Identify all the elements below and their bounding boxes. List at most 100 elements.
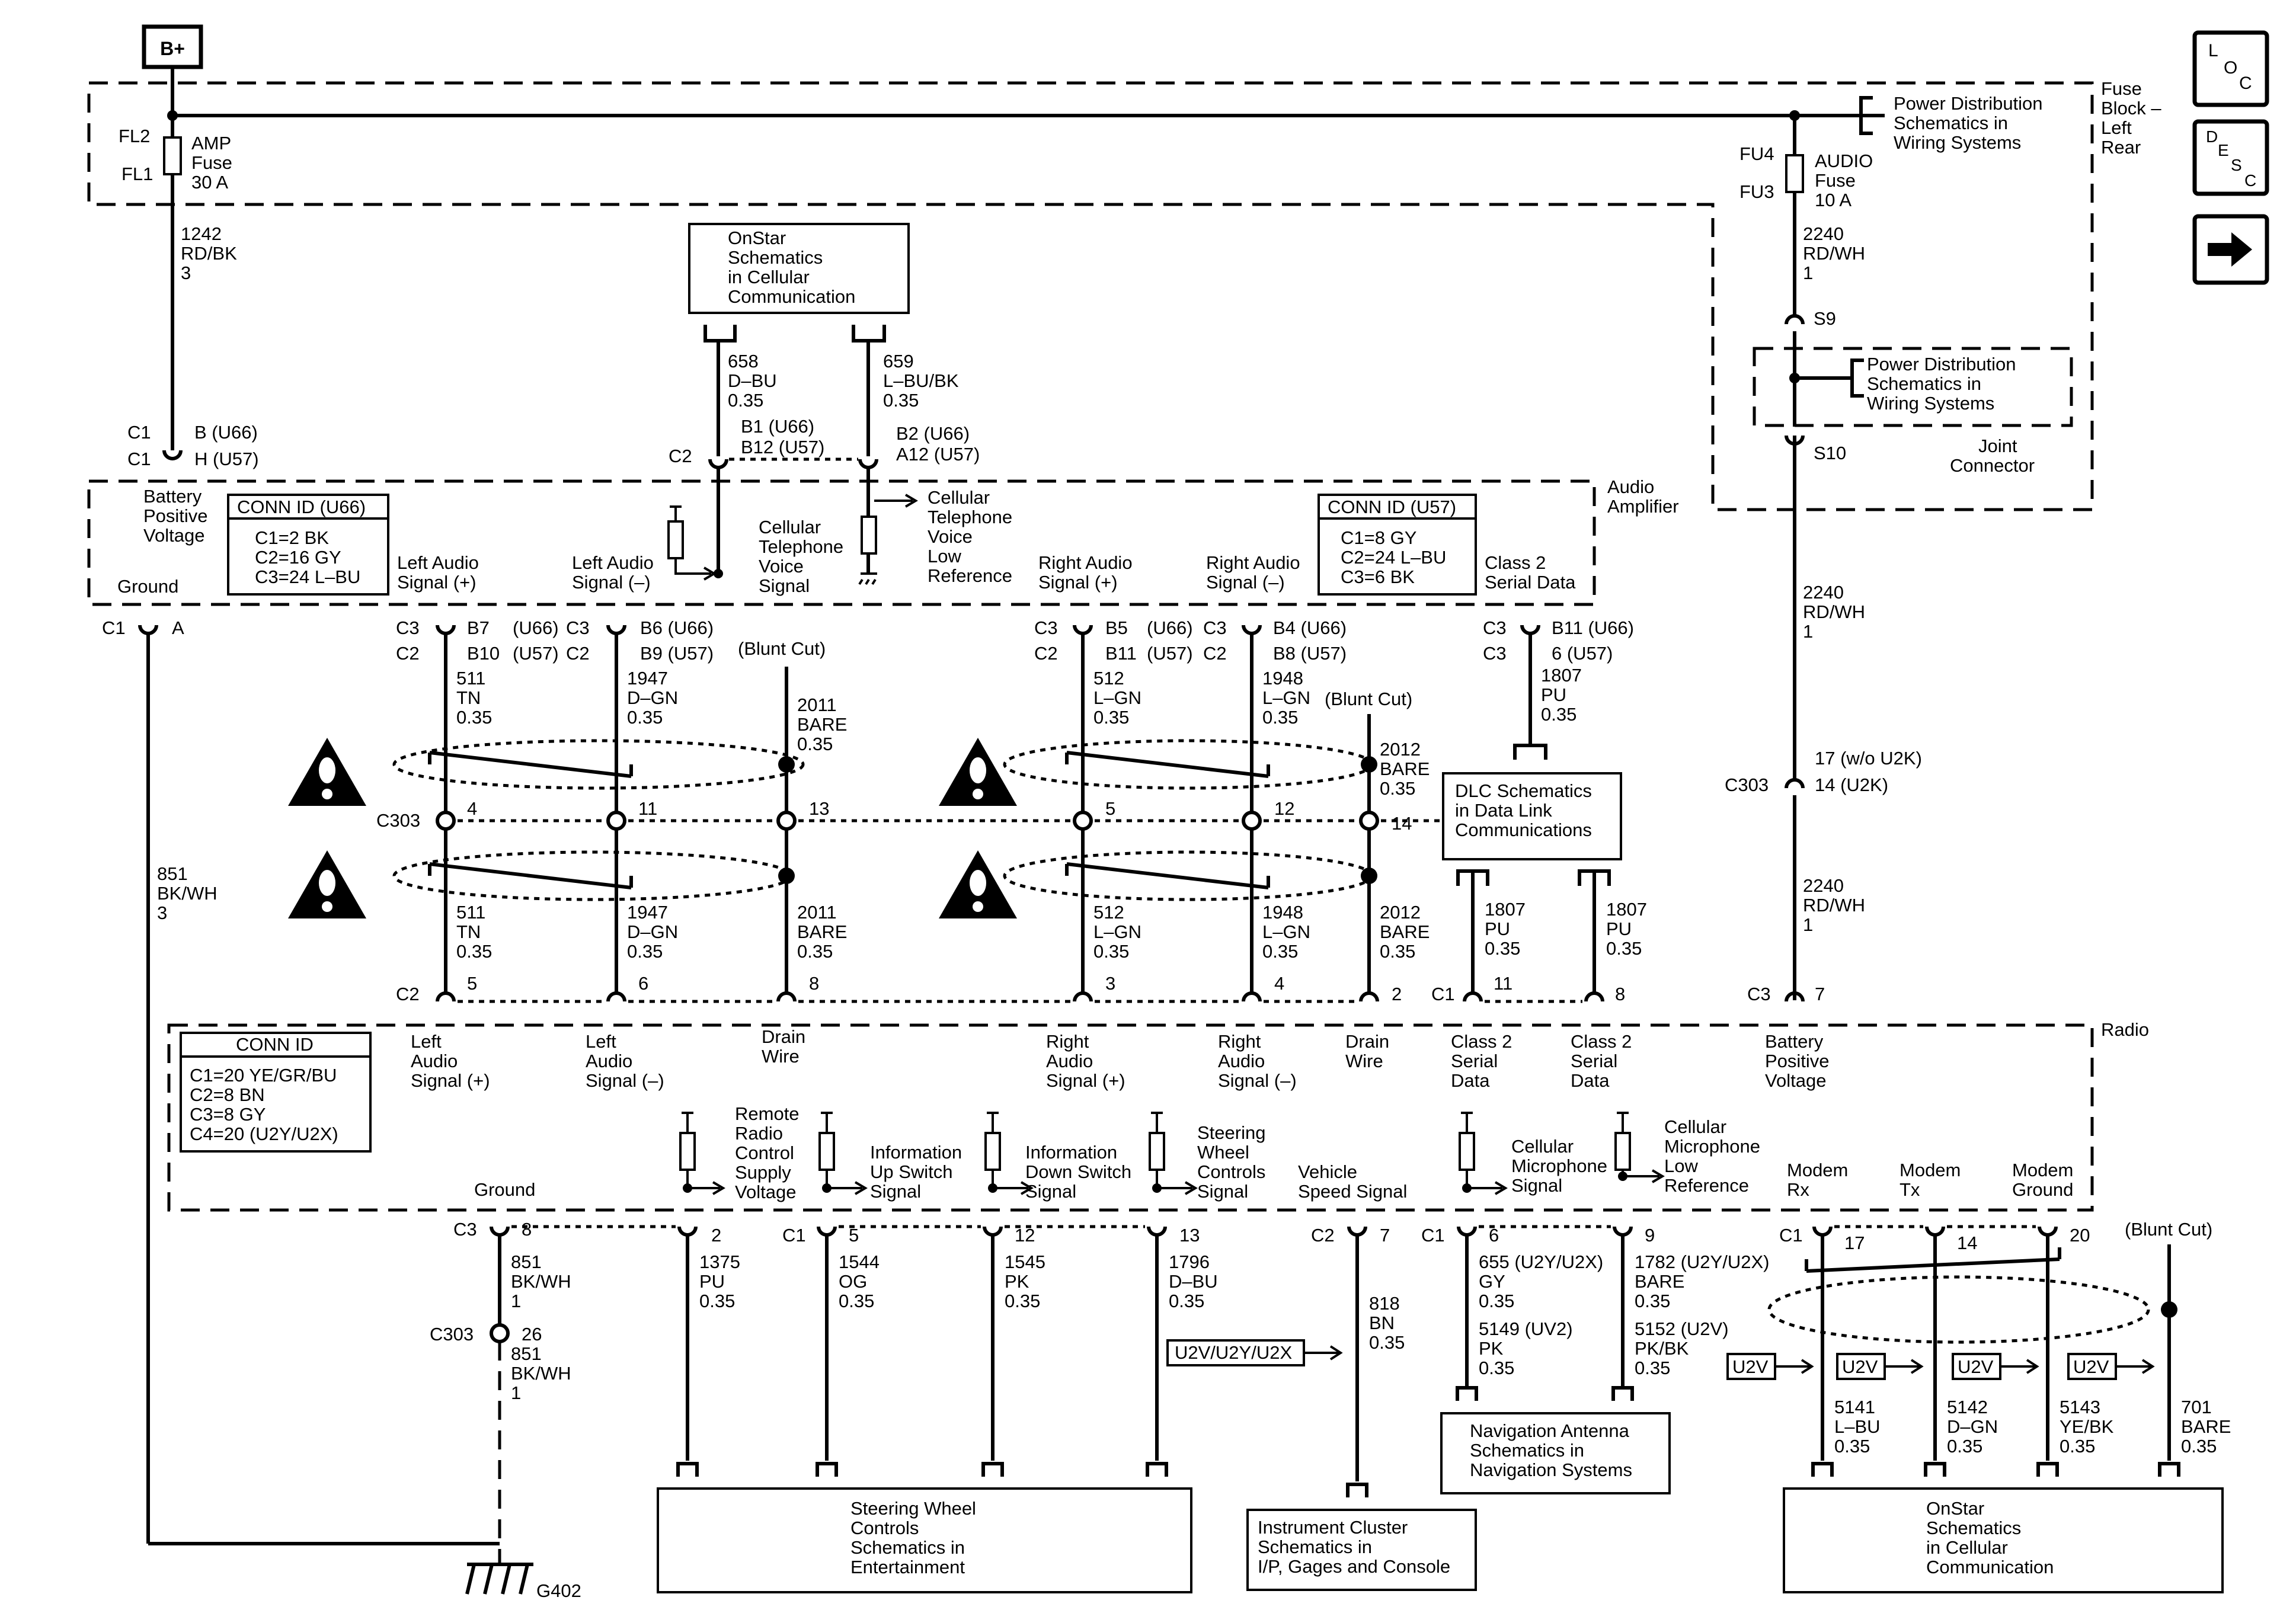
next-arrow-button[interactable] [2192, 214, 2269, 285]
radio-right-pos-l1: Right [1046, 1031, 1089, 1052]
w2012b-s: 0.35 [1380, 941, 1415, 962]
w1947a-n: 1947 [627, 668, 668, 689]
option-u2v-2: U2V [1842, 1356, 1878, 1377]
dest-nav-l3: Navigation Systems [1470, 1459, 1632, 1480]
amp-u57-1: (U57) [513, 643, 559, 664]
lower-c1c: C1 [1779, 1225, 1803, 1246]
warning-icon [288, 738, 366, 806]
radio-drain2-l1: Drain [1345, 1031, 1389, 1052]
w2240c-n: 2240 [1803, 875, 1844, 896]
w1782-c: BARE [1635, 1271, 1684, 1292]
radio-swc-l2: Wheel [1197, 1142, 1249, 1163]
w655-c: GY [1479, 1271, 1505, 1292]
audio-fuse-l1: AUDIO [1815, 151, 1873, 171]
lower-c1a: C1 [782, 1225, 806, 1246]
radio-info-up-l2: Up Switch [870, 1161, 953, 1182]
radio-cls2b-l1: Class 2 [1571, 1031, 1632, 1052]
w5143-c: YE/BK [2060, 1416, 2114, 1437]
lower-c303: C303 [430, 1324, 474, 1345]
connid-u57-l1: C1=8 GY [1341, 527, 1416, 548]
pd-ref-top: Power Distribution Schematics in Wiring … [1859, 93, 2043, 153]
radio-c1: C1 [1431, 984, 1455, 1004]
lower-p26: 26 [522, 1324, 542, 1345]
dest-ic-l2: Schematics in [1258, 1537, 1372, 1557]
radio-swc-l4: Signal [1197, 1181, 1248, 1202]
radio-connid-l3: C3=8 GY [190, 1104, 266, 1125]
pd-ref-joint-l2: Schematics in [1867, 373, 1981, 394]
radio-p8b: 8 [1615, 984, 1625, 1004]
desc-button[interactable]: D E S C [2192, 119, 2269, 196]
w1948a-s: 0.35 [1262, 707, 1298, 728]
amp-fuse-l3: 30 A [191, 172, 228, 193]
dest-onstar-l3: in Cellular [1926, 1537, 2008, 1558]
amp-b6: B6 (U66) [640, 617, 714, 638]
w5142-n: 5142 [1947, 1397, 1988, 1417]
amp-c3-b6: C3 [566, 617, 590, 638]
dest-nav-l1: Navigation Antenna [1470, 1420, 1630, 1441]
amp-right-pos-l2: Signal (+) [1038, 572, 1118, 593]
fuse-block-label-2: Block – [2101, 98, 2161, 119]
w1545-n: 1545 [1005, 1251, 1045, 1272]
w1242-n: 1242 [181, 223, 222, 244]
radio-left-pos-l1: Left [411, 1031, 442, 1052]
amp-left-neg-l2: Signal (–) [572, 572, 651, 593]
radio-bpv-l1: Battery [1765, 1031, 1824, 1052]
w659-c: L–BU/BK [883, 370, 959, 391]
w511a-c: TN [456, 687, 481, 708]
amp-c1-gnd: C1 [102, 617, 126, 638]
w701-s: 0.35 [2181, 1436, 2217, 1457]
w1807b-c: PU [1485, 918, 1510, 939]
w1242-s: 3 [181, 263, 191, 283]
w1375-s: 0.35 [699, 1291, 735, 1311]
conn-id-u66: CONN ID (U66) C1=2 BK C2=16 GY C3=24 L–B… [227, 494, 389, 596]
radio-cell-mic-low-l1: Cellular [1664, 1116, 1726, 1137]
splice-s9: S9 [1814, 308, 1836, 329]
modem-twisted-group [1767, 1247, 2177, 1344]
radio-remote-l4: Supply [735, 1162, 791, 1183]
w851c-c: BK/WH [511, 1363, 571, 1384]
amp-h-u57: H (U57) [194, 449, 259, 469]
radio-name: Radio [2101, 1019, 2149, 1040]
fl1: FL1 [121, 164, 153, 184]
w1948b-n: 1948 [1262, 902, 1303, 923]
radio-drain1-l1: Drain [762, 1026, 805, 1047]
w2011a-c: BARE [797, 714, 847, 735]
radio-info-up-l3: Signal [870, 1181, 921, 1202]
amp-left-neg-l1: Left Audio [572, 552, 654, 573]
c303-right: C303 [1725, 774, 1769, 795]
audio-fuse-l3: 10 A [1815, 190, 1851, 210]
c303-inline-connector: C303 4 11 13 5 12 14 [376, 798, 1449, 834]
lower-blunt-cut: (Blunt Cut) [2125, 1219, 2212, 1240]
w511b-s: 0.35 [456, 941, 492, 962]
amp-fuse: FL2 FL1 AMP Fuse 30 A [119, 116, 232, 193]
amp-pin-left-neg: C3 C2 B6 (U66) B9 (U57) [566, 617, 714, 664]
w1807a-n: 1807 [1541, 665, 1582, 686]
w511a-s: 0.35 [456, 707, 492, 728]
w851c-n: 851 [511, 1343, 542, 1364]
c303-p12: 12 [1274, 798, 1294, 819]
w2011b-n: 2011 [797, 902, 837, 923]
radio-cls2a-l3: Data [1451, 1070, 1490, 1091]
w2011b-c: BARE [797, 921, 847, 942]
radio-cell-mic-l2: Microphone [1511, 1156, 1607, 1176]
dest-ic-l3: I/P, Gages and Console [1258, 1556, 1450, 1577]
dest-ic-l1: Instrument Cluster [1258, 1517, 1408, 1538]
w5149-n: 5149 (UV2) [1479, 1318, 1573, 1339]
amp-b10: B10 [467, 643, 500, 664]
warning-icon [939, 738, 1017, 806]
w2240a-c: RD/WH [1803, 243, 1865, 264]
connid-u57-l3: C3=6 BK [1341, 566, 1415, 587]
dlc-l2: in Data Link [1455, 800, 1552, 821]
onstar-top-l1: OnStar [728, 228, 786, 248]
warning-icon [288, 850, 366, 918]
amp-u57-2: (U57) [1147, 643, 1193, 664]
battery-positive-source: B+ [142, 24, 203, 116]
radio-modem-rx-l2: Rx [1787, 1179, 1809, 1200]
lower-c1b: C1 [1421, 1225, 1445, 1246]
loc-button[interactable]: L O C [2192, 30, 2269, 107]
w2012a-c: BARE [1380, 758, 1430, 779]
w1807c-c: PU [1606, 918, 1632, 939]
lower-p20: 20 [2070, 1225, 2090, 1246]
amp-c3-b5: C3 [1034, 617, 1058, 638]
